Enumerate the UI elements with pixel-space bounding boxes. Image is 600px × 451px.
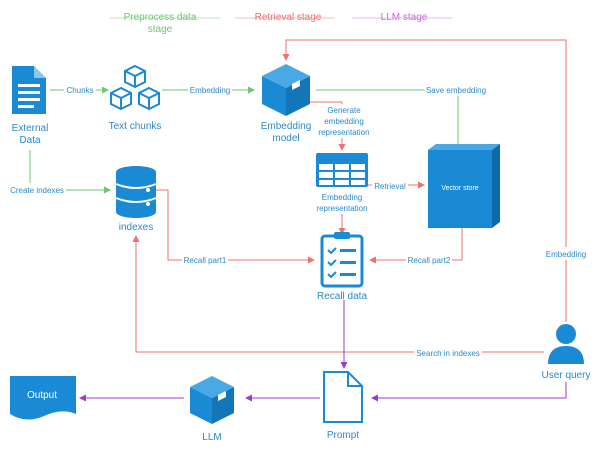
cubes-icon [110, 64, 160, 111]
table-icon [316, 153, 368, 187]
embedding-repr-label-1: Embedding [322, 193, 362, 202]
indexes-label: indexes [119, 222, 153, 233]
document-icon [12, 66, 46, 114]
legend: Preprocess data stage Retrieval stage LL… [110, 12, 452, 35]
embedding-repr-label-2: representation [316, 204, 367, 213]
legend-retrieval: Retrieval stage [255, 12, 322, 23]
external-data-label-2: Data [19, 135, 41, 146]
database-icon [115, 166, 157, 218]
recall-data-label: Recall data [317, 291, 367, 302]
edge-label-generate-3: representation [318, 128, 369, 137]
node-llm: LLM [190, 376, 234, 443]
node-text-chunks: Text chunks [109, 64, 162, 132]
edge-label-generate-1: Generate [327, 106, 361, 115]
edge-label-embedding: Embedding [190, 86, 230, 95]
edge-label-generate-2: embedding [324, 117, 364, 126]
box-icon [262, 64, 310, 116]
edge-user-to-prompt [371, 382, 567, 402]
edge-recall-part2 [369, 228, 463, 264]
node-output: Output [10, 376, 76, 420]
vector-store-label: Vector store [441, 185, 478, 192]
edge-search-indexes [132, 235, 544, 353]
edge-label-create-indexes: Create indexes [10, 186, 64, 195]
node-embedding-representation: Embedding representation [316, 153, 368, 213]
node-vector-store: Vector store [428, 144, 500, 228]
edge-label-user-embedding: Embedding [546, 250, 586, 259]
external-data-label-1: External [12, 123, 49, 134]
node-recall-data: Recall data [317, 232, 367, 302]
user-query-label: User query [542, 370, 591, 381]
legend-preprocess-line2: stage [148, 24, 173, 35]
page-icon [323, 371, 363, 423]
checklist-icon [320, 232, 364, 288]
embedding-model-label-2: model [272, 133, 299, 144]
text-chunks-label: Text chunks [109, 121, 162, 132]
cube-icon [428, 144, 500, 228]
node-embedding-model: Embedding model [261, 64, 312, 144]
edge-label-search-indexes: Search in indexes [416, 349, 480, 358]
edge-label-recall-part2: Recall part2 [408, 256, 451, 265]
node-user-query: User query [542, 324, 591, 381]
node-external-data: External Data [12, 66, 49, 146]
box-icon [190, 376, 234, 424]
embedding-model-label-1: Embedding [261, 121, 312, 132]
prompt-label: Prompt [327, 430, 359, 441]
node-prompt: Prompt [323, 371, 363, 441]
legend-preprocess-line1: Preprocess data [124, 12, 197, 23]
edge-label-chunks: Chunks [66, 86, 93, 95]
edge-user-embedding [282, 39, 567, 322]
edge-label-recall-part1: Recall part1 [184, 256, 227, 265]
output-label: Output [27, 390, 57, 401]
edge-label-save-embedding: Save embedding [426, 86, 486, 95]
document-shape-icon [10, 376, 76, 420]
user-icon [548, 324, 584, 364]
edge-label-retrieval: Retrieval [374, 182, 406, 191]
llm-label: LLM [202, 432, 221, 443]
edge-recall-part1 [156, 189, 315, 264]
node-indexes: indexes [115, 166, 157, 233]
legend-llm: LLM stage [381, 12, 428, 23]
